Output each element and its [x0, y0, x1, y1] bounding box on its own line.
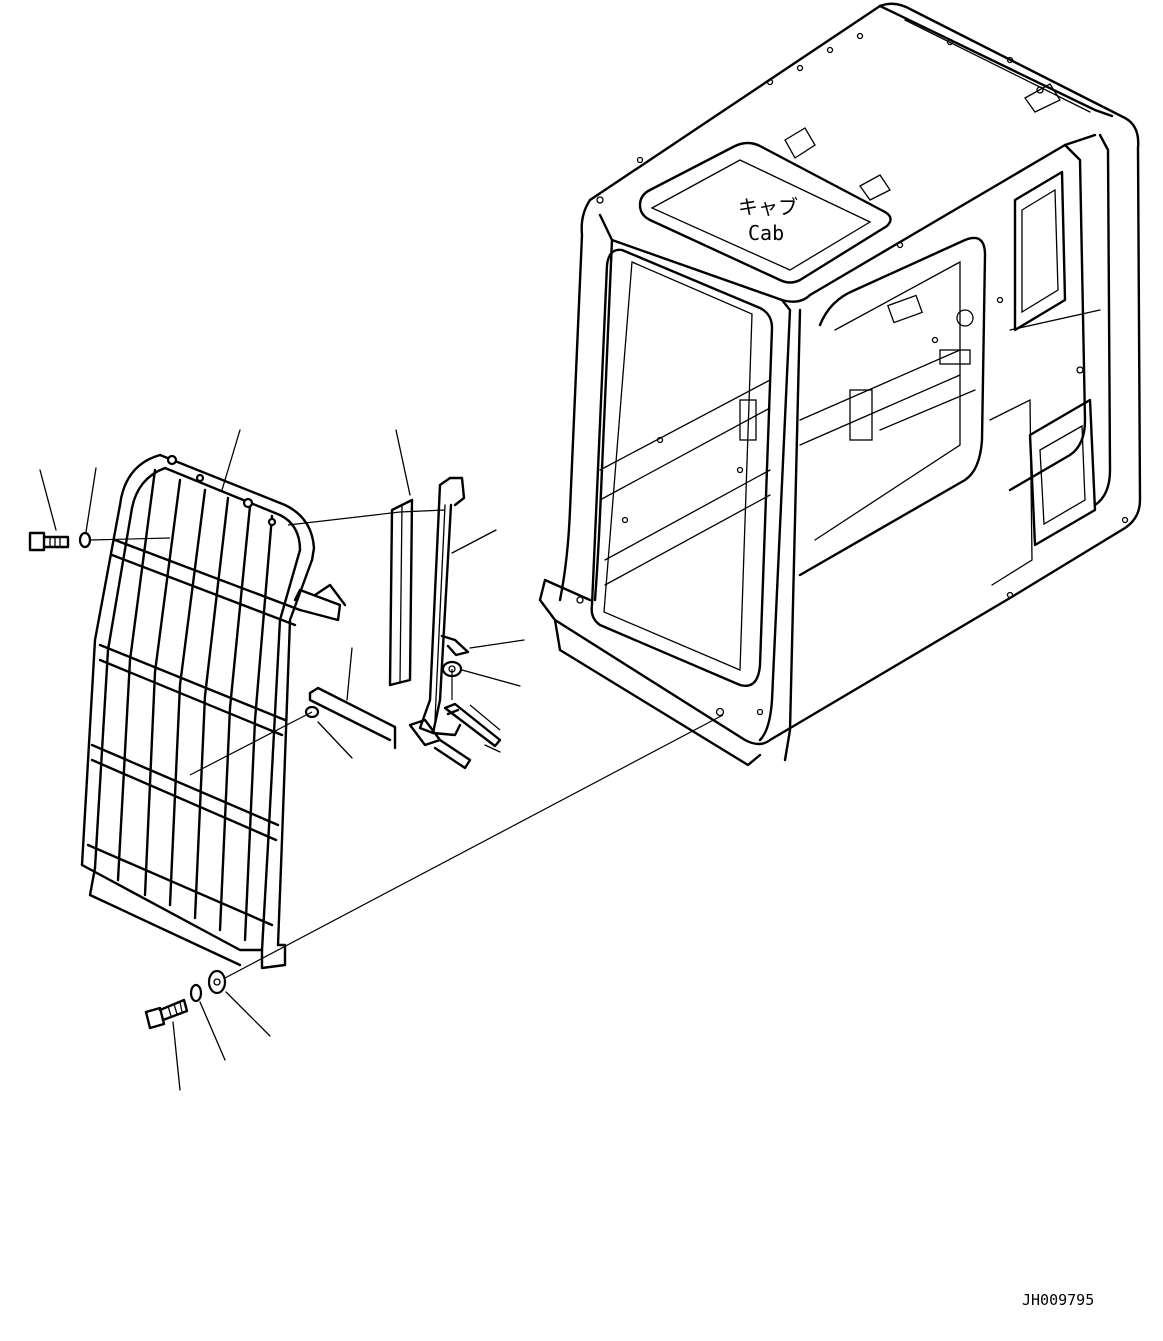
spring-washer-lower [189, 983, 203, 1003]
bolt-lower [144, 998, 189, 1030]
mounting-rail [408, 476, 472, 770]
clip [440, 634, 470, 657]
lock-bolt [443, 702, 502, 748]
front-guard [80, 453, 347, 970]
flat-washer-lower [207, 969, 227, 995]
washer-upper [78, 531, 92, 549]
l-pin [308, 686, 397, 750]
assembly-lines [89, 509, 724, 979]
cab-label-jp: キャブ [738, 195, 798, 219]
cab-label-en: Cab [748, 221, 784, 245]
bolt-upper [28, 531, 70, 552]
cab-frame [538, 2, 1142, 767]
leader-lines [39, 429, 525, 1091]
drawing-number: JH009795 [1022, 1291, 1094, 1309]
